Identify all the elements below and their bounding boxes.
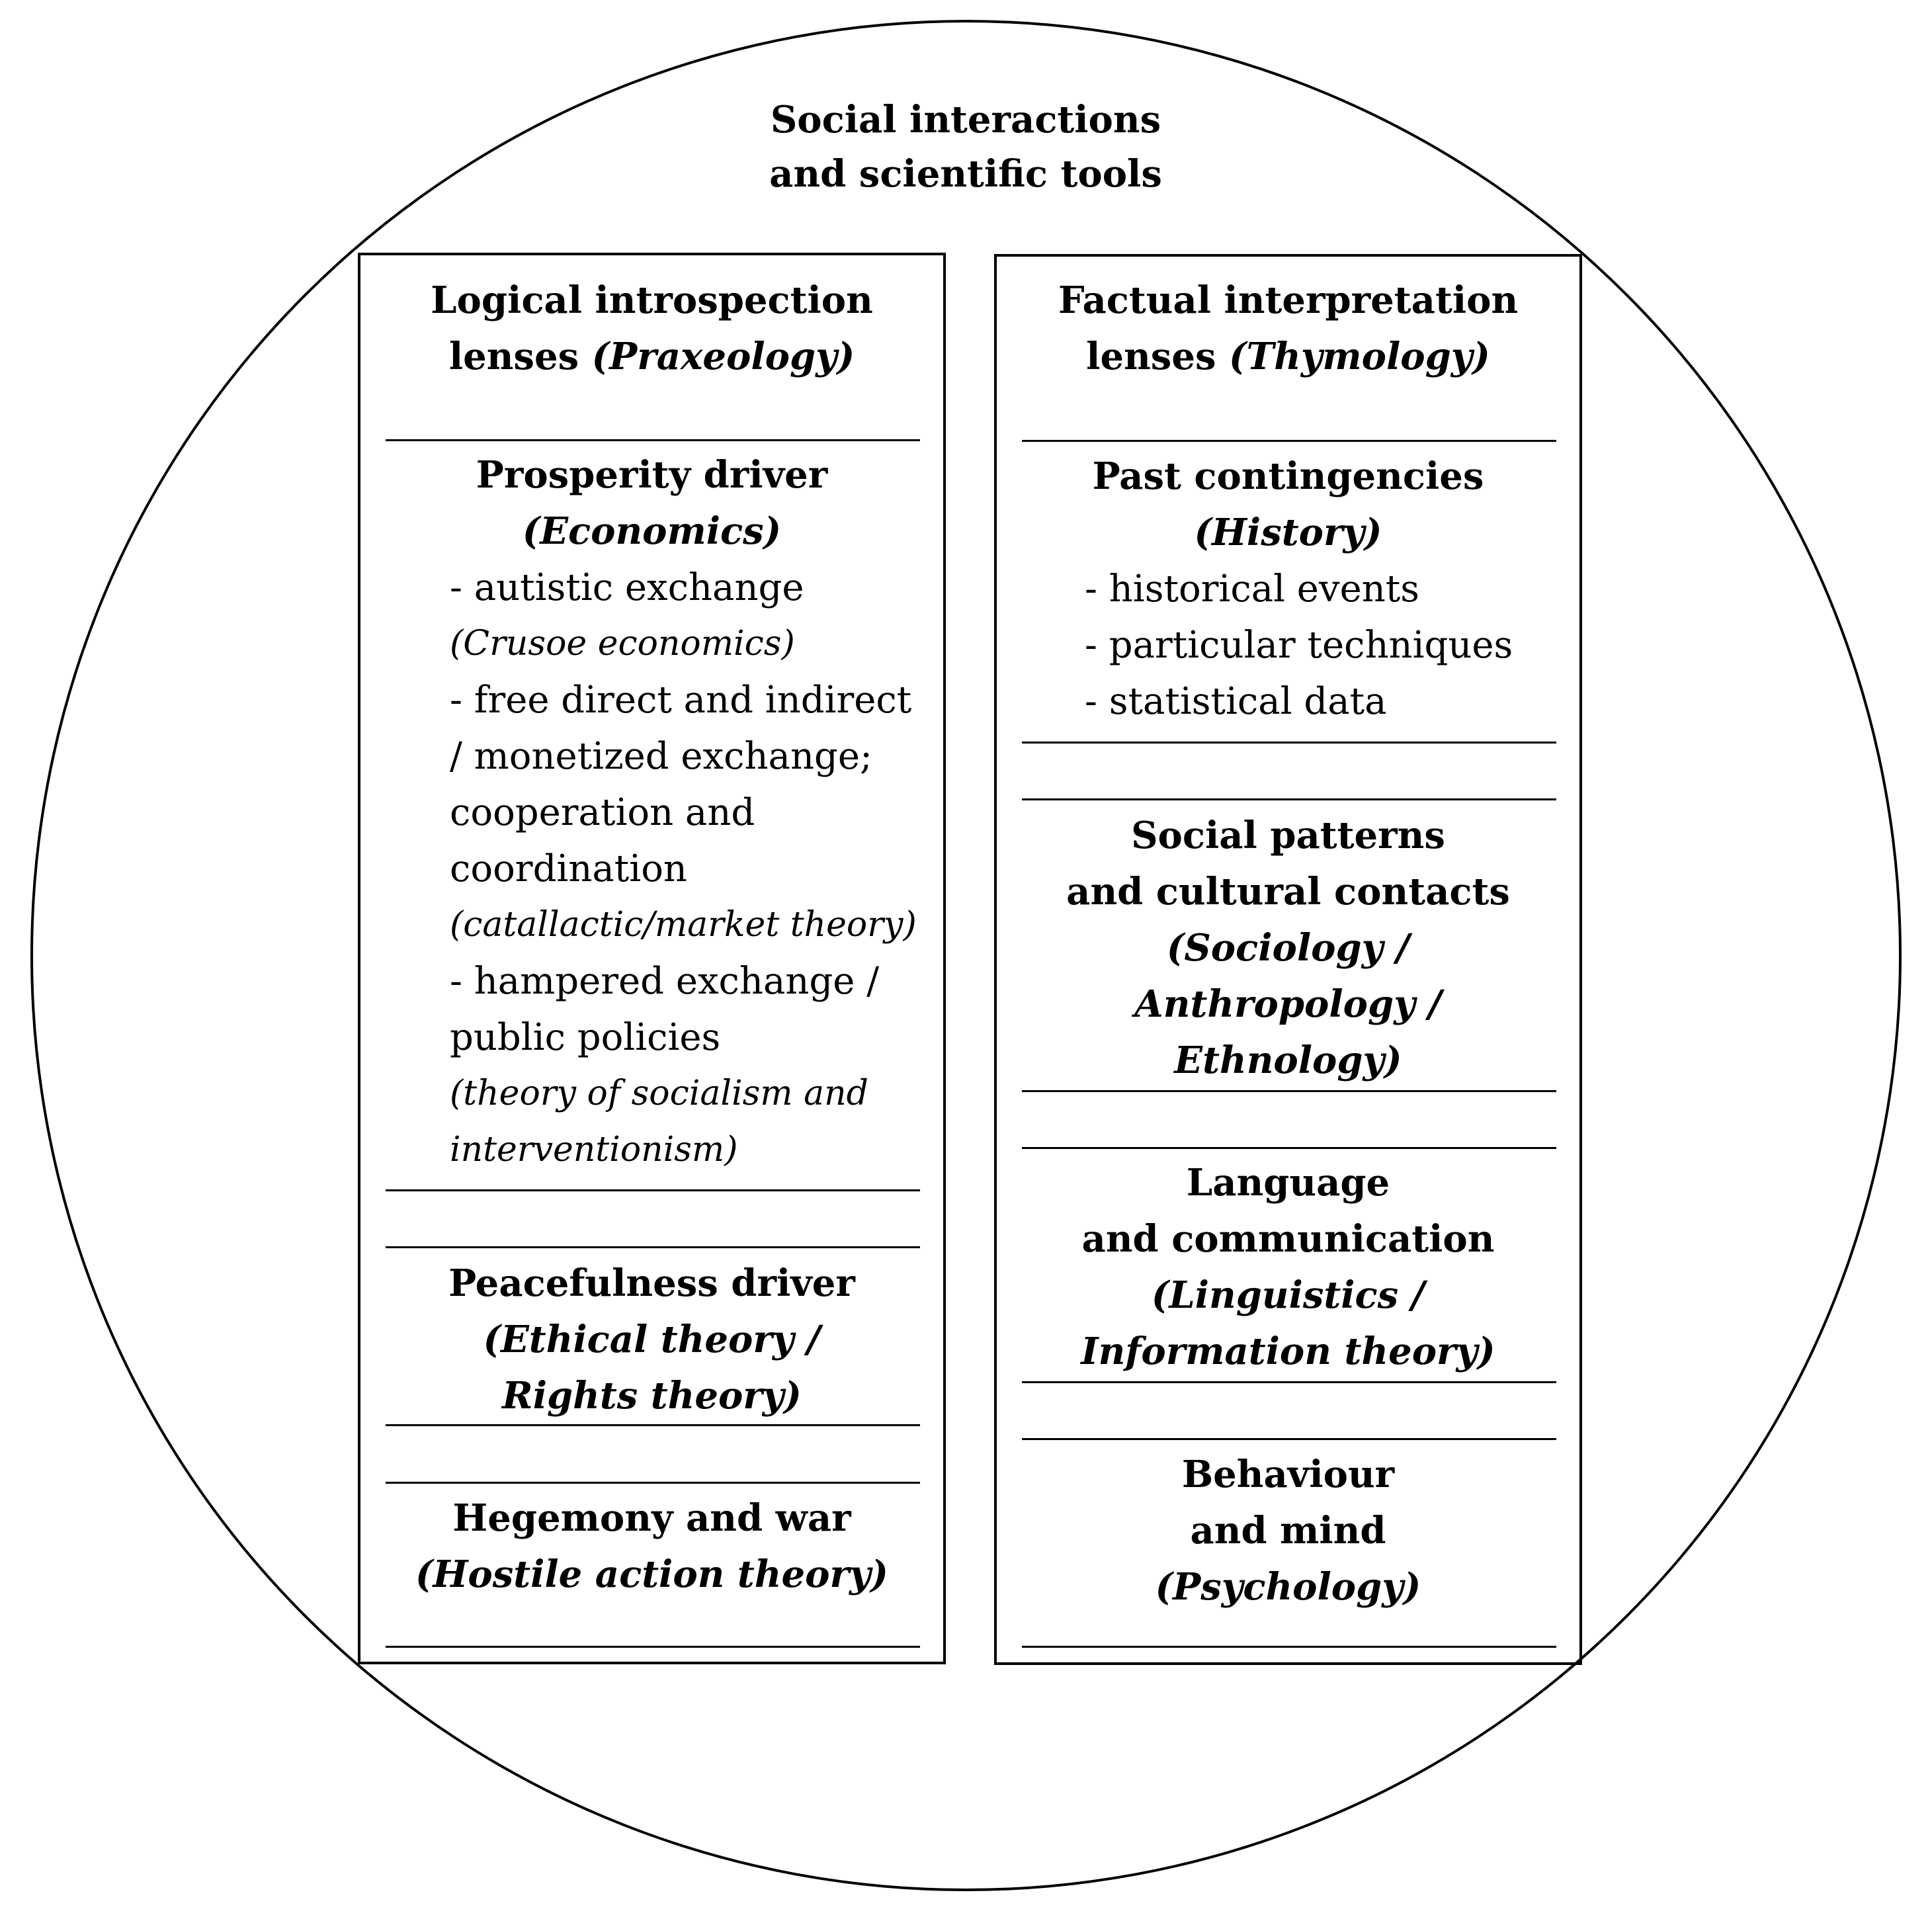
list-item: public policies bbox=[450, 1016, 721, 1059]
left-divider-1 bbox=[386, 439, 920, 441]
social-patterns-title-line-1: Social patterns bbox=[1131, 814, 1445, 857]
social-patterns-section: Social patterns and cultural contacts (S… bbox=[997, 808, 1579, 1089]
right-divider-5 bbox=[1022, 1147, 1556, 1149]
social-patterns-subtitle-line-2: Anthropology / bbox=[1134, 982, 1442, 1026]
prosperity-subtitle: (Economics) bbox=[522, 509, 782, 553]
social-patterns-subtitle-line-1: (Sociology / bbox=[1166, 926, 1410, 970]
past-contingencies-heading: Past contingencies (History) bbox=[997, 448, 1579, 561]
past-contingencies-items: - historical events - particular techniq… bbox=[1085, 561, 1561, 730]
language-title-line-2: and communication bbox=[1081, 1217, 1495, 1261]
list-item: (theory of socialism and bbox=[450, 1074, 868, 1113]
left-divider-2 bbox=[386, 1189, 920, 1191]
left-column-header: Logical introspection lenses (Praxeology… bbox=[360, 273, 943, 385]
diagram-title-line-1: Social interactions bbox=[770, 98, 1161, 142]
peacefulness-subtitle-line-1: (Ethical theory / bbox=[483, 1318, 821, 1361]
left-divider-5 bbox=[386, 1482, 920, 1484]
behaviour-title-line-1: Behaviour bbox=[1181, 1453, 1395, 1496]
right-divider-1 bbox=[1022, 440, 1556, 442]
left-header-prefix: lenses bbox=[448, 335, 592, 378]
hegemony-subtitle: (Hostile action theory) bbox=[415, 1553, 888, 1596]
behaviour-section: Behaviour and mind (Psychology) bbox=[997, 1447, 1579, 1615]
peacefulness-title: Peacefulness driver bbox=[448, 1261, 855, 1305]
right-header-prefix: lenses bbox=[1086, 335, 1229, 378]
social-patterns-subtitle-line-3: Ethnology) bbox=[1174, 1039, 1402, 1082]
right-divider-3 bbox=[1022, 798, 1556, 800]
prosperity-title: Prosperity driver bbox=[476, 453, 828, 497]
past-contingencies-title: Past contingencies bbox=[1092, 454, 1484, 498]
list-item: cooperation and bbox=[450, 791, 755, 834]
language-subtitle-line-1: (Linguistics / bbox=[1151, 1273, 1425, 1317]
prosperity-items: - autistic exchange (Crusoe economics) -… bbox=[450, 560, 926, 1178]
language-section: Language and communication (Linguistics … bbox=[997, 1155, 1579, 1380]
list-item: interventionism) bbox=[450, 1130, 738, 1170]
social-patterns-title-line-2: and cultural contacts bbox=[1066, 870, 1510, 914]
right-divider-2 bbox=[1022, 742, 1556, 744]
peacefulness-subtitle-line-2: Rights theory) bbox=[502, 1374, 802, 1418]
behaviour-subtitle: (Psychology) bbox=[1155, 1565, 1421, 1609]
list-item: / monetized exchange; bbox=[450, 735, 872, 778]
left-divider-3 bbox=[386, 1246, 920, 1248]
prosperity-section-heading: Prosperity driver (Economics) bbox=[360, 447, 943, 560]
language-subtitle-line-2: Information theory) bbox=[1081, 1330, 1495, 1373]
past-contingencies-subtitle: (History) bbox=[1194, 511, 1382, 554]
list-item: - particular techniques bbox=[1085, 624, 1513, 667]
right-header-line-2: lenses (Thymology) bbox=[997, 329, 1579, 385]
diagram-title: Social interactions and scientific tools bbox=[635, 93, 1296, 201]
list-item: - statistical data bbox=[1085, 680, 1387, 723]
right-header-italic: (Thymology) bbox=[1228, 335, 1490, 378]
right-divider-7 bbox=[1022, 1438, 1556, 1440]
list-item: - historical events bbox=[1085, 568, 1420, 611]
behaviour-title-line-2: and mind bbox=[1190, 1509, 1386, 1553]
list-item: (catallactic/market theory) bbox=[450, 905, 917, 945]
list-item: - hampered exchange / bbox=[450, 960, 880, 1003]
hegemony-section: Hegemony and war (Hostile action theory) bbox=[360, 1490, 943, 1603]
right-column-header: Factual interpretation lenses (Thymology… bbox=[997, 273, 1579, 385]
diagram-title-line-2: and scientific tools bbox=[769, 152, 1162, 196]
left-header-line-2: lenses (Praxeology) bbox=[360, 329, 943, 385]
right-divider-4 bbox=[1022, 1090, 1556, 1092]
right-column-box bbox=[994, 254, 1582, 1665]
list-item: - free direct and indirect bbox=[450, 679, 912, 722]
right-divider-6 bbox=[1022, 1381, 1556, 1383]
left-divider-4 bbox=[386, 1424, 920, 1426]
peacefulness-section: Peacefulness driver (Ethical theory / Ri… bbox=[360, 1256, 943, 1424]
left-header-line-1: Logical introspection bbox=[431, 278, 873, 322]
right-header-line-1: Factual interpretation bbox=[1058, 278, 1519, 322]
left-divider-6 bbox=[386, 1646, 920, 1648]
list-item: (Crusoe economics) bbox=[450, 624, 795, 663]
list-item: - autistic exchange bbox=[450, 566, 804, 609]
left-column-box bbox=[358, 253, 946, 1664]
language-title-line-1: Language bbox=[1186, 1161, 1390, 1205]
list-item: coordination bbox=[450, 847, 687, 890]
left-header-italic: (Praxeology) bbox=[591, 335, 855, 378]
hegemony-title: Hegemony and war bbox=[452, 1496, 851, 1540]
outer-circle bbox=[30, 20, 1902, 1891]
right-divider-8 bbox=[1022, 1646, 1556, 1648]
